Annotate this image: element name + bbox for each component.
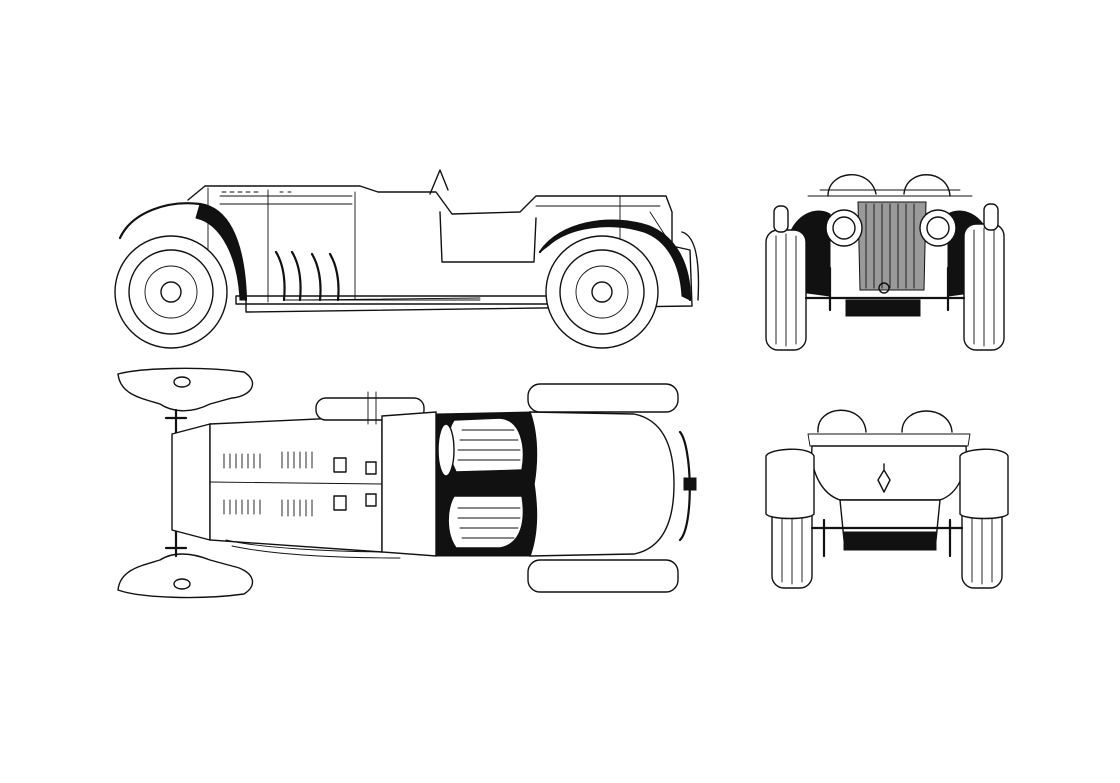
top-seat-lower-pleats [457, 507, 521, 539]
top-seat-lower [447, 495, 525, 549]
front-view [765, 174, 1005, 351]
top-scuttle [381, 411, 437, 557]
side-view [114, 169, 700, 349]
rear-right-fender [959, 448, 1009, 520]
rear-cockpit-rim [807, 433, 971, 447]
top-bonnet-hatch-2 [333, 495, 347, 511]
top-front-right-lamp [173, 578, 191, 590]
rear-body [811, 445, 967, 501]
side-bonnet-lines [207, 187, 356, 303]
side-rear-fender-shadow [539, 220, 691, 301]
rear-seat-backs [817, 409, 953, 433]
front-windscreen [807, 189, 973, 197]
side-door [439, 211, 537, 263]
side-front-wheel [114, 235, 228, 349]
top-rear-deck [529, 411, 675, 557]
front-badge [878, 282, 890, 294]
top-spare-tyre-straps [367, 391, 377, 425]
top-exhaust-pipes [225, 539, 401, 559]
rear-axle [810, 518, 964, 558]
front-apron [845, 299, 921, 317]
side-spare-wheel [681, 231, 700, 301]
top-rear-lamp [683, 477, 697, 491]
top-bonnet-centerline [209, 481, 383, 485]
top-bonnet-hatch-4 [365, 493, 377, 507]
front-headlamps [825, 209, 957, 247]
top-seat-upper-pleats [457, 429, 521, 461]
top-bonnet-hatch-1 [333, 457, 347, 473]
rear-view [765, 409, 1009, 589]
top-bonnet-louvres [223, 451, 313, 517]
top-steering-wheel [437, 423, 455, 477]
side-windscreen [429, 169, 449, 195]
top-front-left-fender [117, 367, 254, 412]
front-axle [804, 266, 966, 312]
side-body [187, 185, 693, 313]
top-rear-left-fender [527, 383, 679, 413]
front-tyre-treads [775, 227, 995, 347]
top-rear-right-fender [527, 559, 679, 593]
side-exhaust-pipes [274, 250, 340, 302]
front-left-sidelight [773, 205, 789, 233]
front-seat-backs [827, 174, 951, 197]
rear-left-fender [765, 448, 815, 520]
side-rear-wheel [545, 235, 659, 349]
rear-tyre-treads [781, 455, 993, 585]
front-grille [857, 201, 927, 291]
top-view [117, 367, 697, 599]
top-front-left-lamp [173, 376, 191, 388]
side-front-fender-shadow [195, 203, 247, 301]
top-radiator [171, 423, 211, 541]
front-right-sidelight [983, 203, 999, 231]
rear-apron [843, 531, 937, 551]
side-exhaust-tail [283, 297, 481, 301]
rear-filler-cap [877, 463, 891, 493]
front-grille-bars [865, 203, 915, 289]
top-seat-upper [447, 417, 525, 473]
top-bonnet-hatch-3 [365, 461, 377, 475]
top-front-right-fender [117, 553, 254, 599]
